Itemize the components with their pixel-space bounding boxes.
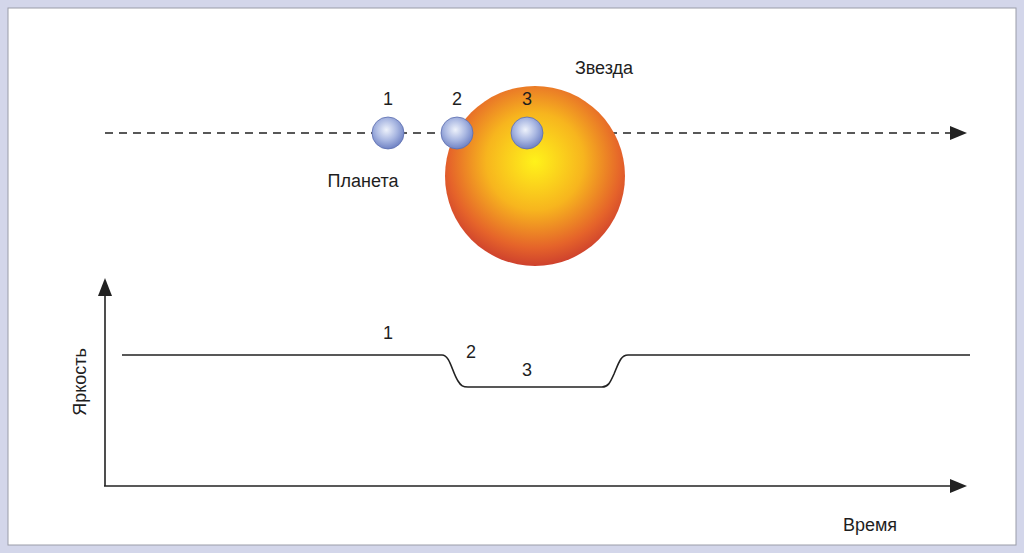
planet [441,117,473,149]
planet-label: Планета [328,172,399,190]
planet [372,117,404,149]
axis-label: Время [843,516,897,534]
star [445,86,625,266]
curve-point-number: 3 [522,361,532,379]
y-axis [104,290,106,486]
position-number: 3 [522,90,532,108]
y-axis-arrowhead [98,278,112,296]
position-number: 2 [452,90,462,108]
x-axis [104,485,955,487]
curve-point-number: 1 [383,324,393,342]
planet [511,117,543,149]
star-label: Звезда [575,59,633,77]
x-axis-arrowhead [950,479,967,493]
light-curve [122,355,970,387]
orbit-arrowhead [950,126,967,140]
panel [8,8,1016,545]
axis-label: Яркость [71,348,89,416]
position-number: 1 [383,90,393,108]
curve-point-number: 2 [466,343,476,361]
